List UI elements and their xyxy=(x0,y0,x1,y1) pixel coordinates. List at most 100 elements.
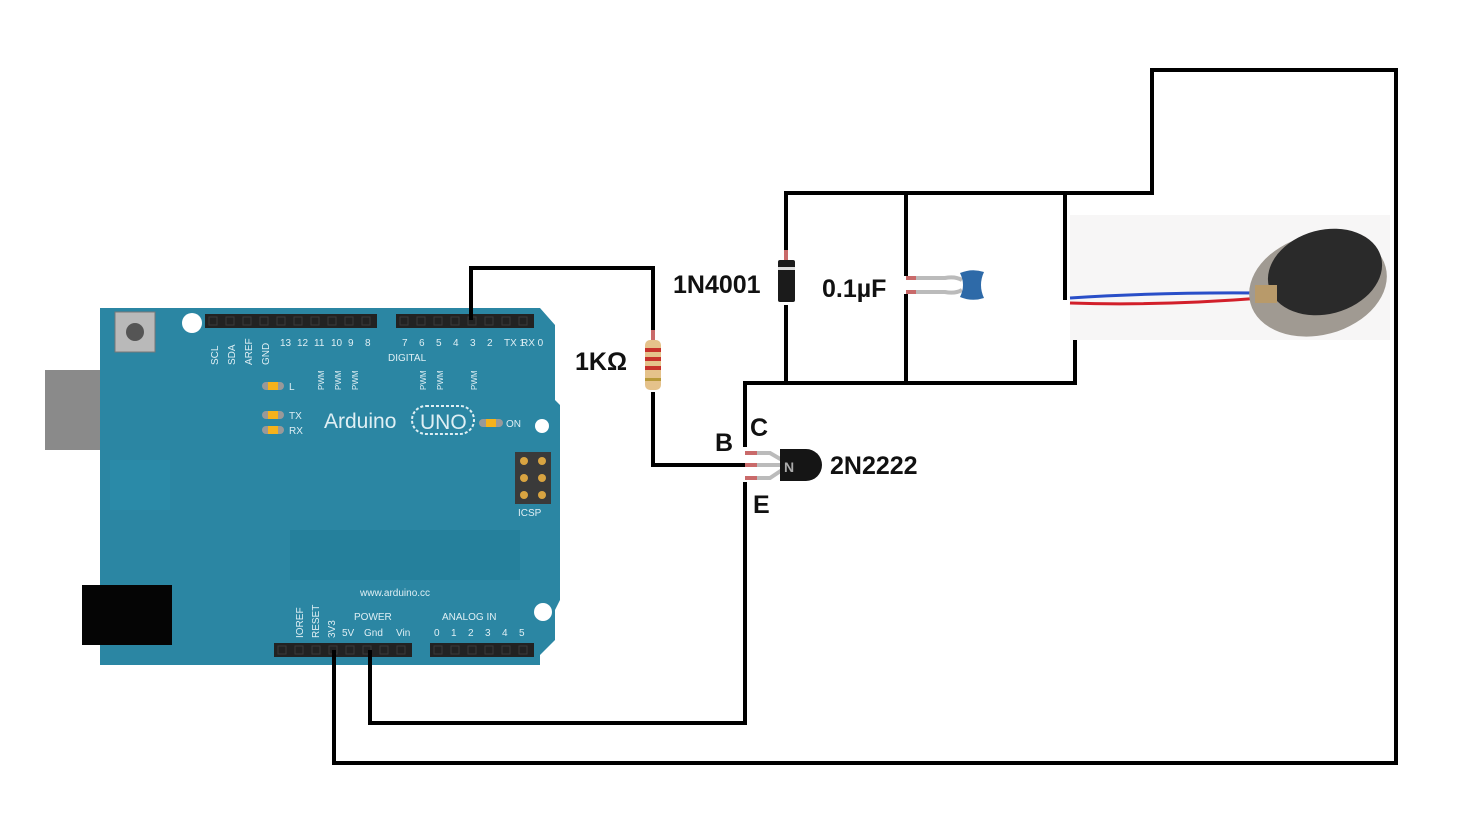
header-pin[interactable] xyxy=(484,645,494,655)
svg-text:RX: RX xyxy=(289,426,303,437)
header-pin[interactable] xyxy=(344,316,354,326)
header-pin[interactable] xyxy=(276,316,286,326)
pin-label: 2 xyxy=(468,628,474,639)
pin-label: 9 xyxy=(348,338,354,349)
pin-label: 12 xyxy=(297,338,309,349)
arduino-logo-text: Arduino xyxy=(324,410,396,433)
header-pin[interactable] xyxy=(208,316,218,326)
wire-resistor-to-base xyxy=(651,392,745,467)
pwm-label: PWM xyxy=(334,370,343,390)
header-pin[interactable] xyxy=(484,316,494,326)
pin-label: 7 xyxy=(402,338,408,349)
power-analog-header xyxy=(274,643,534,657)
svg-text:TX: TX xyxy=(289,411,302,422)
transistor-mark: N xyxy=(784,459,794,475)
pin-label: 4 xyxy=(453,338,459,349)
power-jack xyxy=(82,585,172,645)
wire-3v3-supply xyxy=(332,68,1398,765)
pwm-label: PWM xyxy=(470,370,479,390)
svg-text:ON: ON xyxy=(506,419,521,430)
header-pin[interactable] xyxy=(225,316,235,326)
header-pin[interactable] xyxy=(345,645,355,655)
vibration-motor xyxy=(1069,215,1390,340)
transistor: N 2N2222 B C E xyxy=(715,414,918,519)
pin-label: RESET xyxy=(311,605,322,638)
wires xyxy=(332,68,1398,765)
led-tx: TX xyxy=(262,411,302,422)
header-pin[interactable] xyxy=(399,316,409,326)
website-label: www.arduino.cc xyxy=(359,588,430,599)
digital-header xyxy=(205,314,534,328)
pin-label: IOREF xyxy=(295,607,306,638)
uno-logo-text: UNO xyxy=(420,411,467,434)
pin-label: 8 xyxy=(365,338,371,349)
base-pin-label: B xyxy=(715,429,733,457)
pin-label: 11 xyxy=(314,338,325,349)
pwm-label: PWM xyxy=(317,370,326,390)
header-pin[interactable] xyxy=(518,645,528,655)
wire-emitter-to-gnd xyxy=(368,482,747,725)
header-pin[interactable] xyxy=(501,316,511,326)
led-on: ON xyxy=(479,419,521,430)
pin-label: 13 xyxy=(280,338,292,349)
header-pin[interactable] xyxy=(311,645,321,655)
diode-label: 1N4001 xyxy=(673,271,761,299)
header-pin[interactable] xyxy=(310,316,320,326)
pin-label: Vin xyxy=(396,628,410,639)
capacitor: 0.1µF xyxy=(822,270,984,303)
pin-label: SCL xyxy=(210,345,221,365)
pin-label: 3 xyxy=(485,628,491,639)
pin-label: 10 xyxy=(331,338,343,349)
header-pin[interactable] xyxy=(467,645,477,655)
wire-pin3-to-resistor xyxy=(469,266,655,336)
header-pin[interactable] xyxy=(433,645,443,655)
pin-label: 6 xyxy=(419,338,425,349)
header-pin[interactable] xyxy=(259,316,269,326)
led-l: L xyxy=(262,382,295,393)
header-pin[interactable] xyxy=(379,645,389,655)
pwm-label: PWM xyxy=(436,370,445,390)
header-pin[interactable] xyxy=(361,316,371,326)
pwm-label: PWM xyxy=(351,370,360,390)
pin-label: RX 0 xyxy=(521,338,544,349)
header-pin[interactable] xyxy=(277,645,287,655)
capacitor-label: 0.1µF xyxy=(822,275,886,303)
header-pin[interactable] xyxy=(242,316,252,326)
header-pin[interactable] xyxy=(433,316,443,326)
wire-collector-node xyxy=(743,303,1077,447)
pin-label: GND xyxy=(261,343,272,365)
header-pin[interactable] xyxy=(327,316,337,326)
header-pin[interactable] xyxy=(294,645,304,655)
icsp-header: ICSP xyxy=(515,452,551,519)
pin-label: SDA xyxy=(227,344,238,365)
header-pin[interactable] xyxy=(518,316,528,326)
pin-label: 0 xyxy=(434,628,440,639)
collector-pin-label: C xyxy=(750,414,768,442)
resistor-label: 1KΩ xyxy=(575,348,627,376)
header-pin[interactable] xyxy=(450,316,460,326)
power-label: POWER xyxy=(354,612,392,623)
pin-label: AREF xyxy=(244,338,255,365)
header-pin[interactable] xyxy=(416,316,426,326)
svg-text:ICSP: ICSP xyxy=(518,508,542,519)
svg-text:L: L xyxy=(289,382,295,393)
pwm-label: PWM xyxy=(419,370,428,390)
led-rx: RX xyxy=(262,426,303,437)
pin-label: 5 xyxy=(519,628,525,639)
pin-label: 5V xyxy=(342,628,355,639)
header-pin[interactable] xyxy=(293,316,303,326)
pin-label: 4 xyxy=(502,628,508,639)
pin-label: TX 1 xyxy=(504,338,526,349)
pin-label: Gnd xyxy=(364,628,383,639)
emitter-pin-label: E xyxy=(753,491,770,519)
pin-label: 3V3 xyxy=(327,620,338,638)
header-pin[interactable] xyxy=(450,645,460,655)
pin-label: 5 xyxy=(436,338,442,349)
diode: 1N4001 xyxy=(673,250,795,302)
header-pin[interactable] xyxy=(396,645,406,655)
transistor-label: 2N2222 xyxy=(830,452,918,480)
header-pin[interactable] xyxy=(501,645,511,655)
resistor: 1KΩ xyxy=(575,330,661,390)
